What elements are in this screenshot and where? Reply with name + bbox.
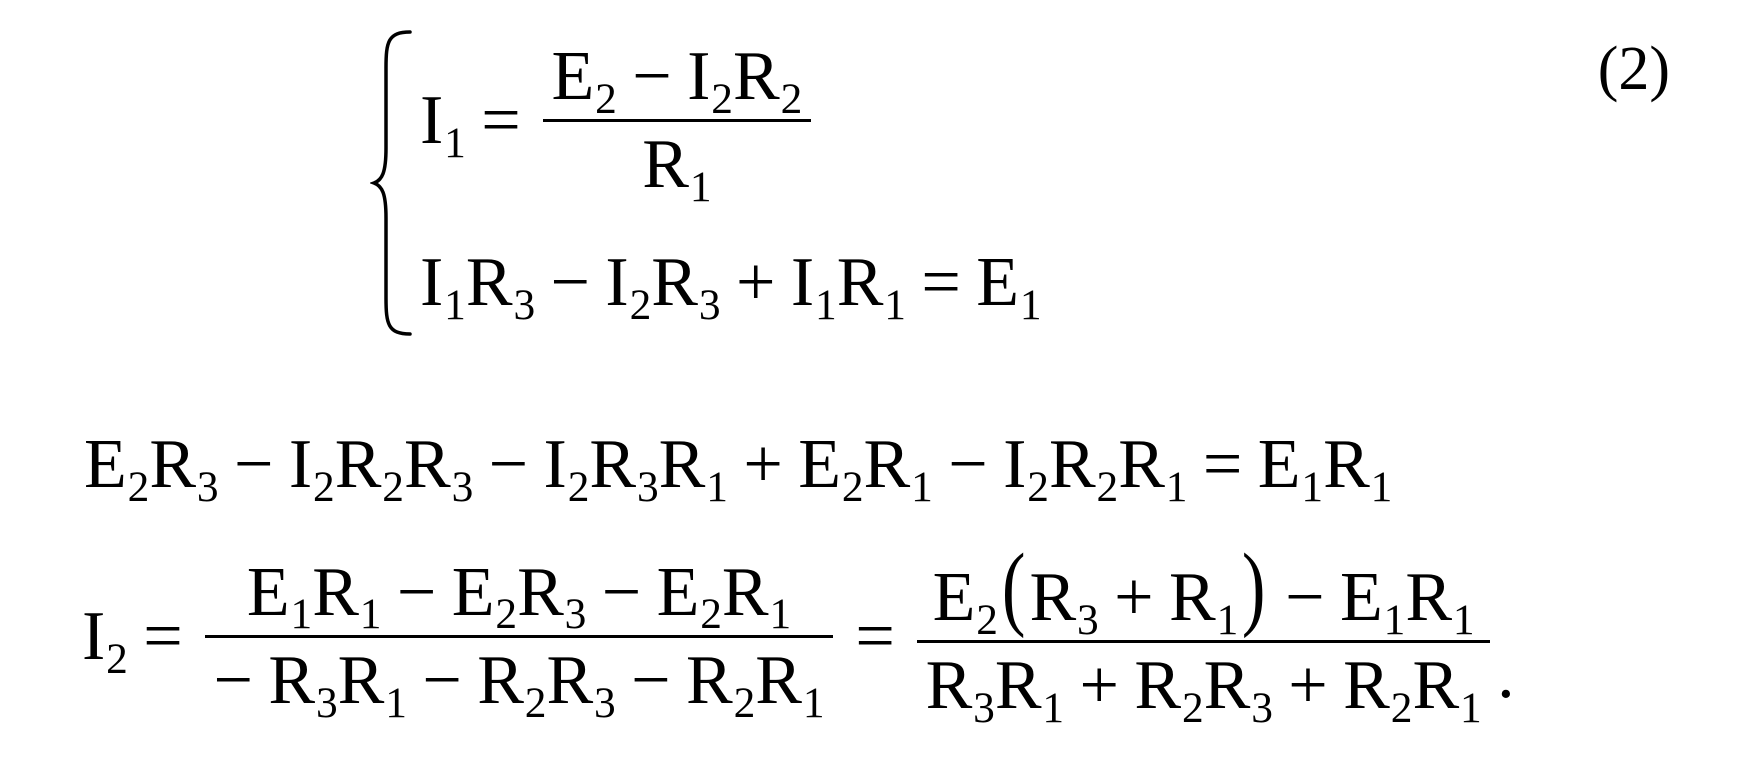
math-symbol: R1	[863, 426, 933, 511]
equals-sign: =	[855, 597, 895, 675]
equals-sign: =	[143, 597, 183, 675]
math-symbol: E1	[1340, 559, 1406, 644]
math-symbol: R2	[1343, 647, 1413, 733]
math-symbol: R3	[925, 647, 995, 733]
equation-number: (2)	[1597, 35, 1670, 103]
numerator: E2(R3+R1)−E1R1	[924, 535, 1483, 644]
denominator: R1	[634, 126, 720, 212]
operator: +	[1288, 647, 1328, 725]
period: .	[1497, 636, 1515, 714]
result-equation: I2 = E1R1−E2R3−E2R1 −R3R1−R2R3−R2R1 = E2…	[82, 535, 1515, 733]
fraction-bar	[205, 634, 833, 638]
operator: −	[213, 641, 254, 719]
math-symbol: E1	[1257, 426, 1324, 511]
lhs-symbol: I2	[82, 597, 128, 683]
fraction-bar	[917, 640, 1491, 643]
math-symbol: E2	[451, 553, 518, 639]
math-symbol: I2	[288, 426, 335, 511]
math-symbol: R1	[1405, 559, 1475, 644]
math-symbol: R1	[755, 641, 825, 727]
math-symbol: I1	[420, 244, 466, 329]
math-symbol: R3	[589, 426, 659, 511]
math-symbol: R3	[651, 244, 721, 329]
math-symbol: E1	[976, 244, 1042, 329]
math-symbol: I2	[1003, 426, 1049, 511]
math-symbol: E1	[246, 553, 313, 639]
denominator: R3R1+R2R3+R2R1	[917, 647, 1490, 733]
math-symbol: E2	[798, 426, 864, 511]
fraction-bar	[543, 119, 811, 122]
denominator: −R3R1−R2R3−R2R1	[205, 641, 833, 727]
operator: −	[948, 426, 988, 503]
operator: −	[550, 244, 591, 321]
math-symbol: R1	[312, 553, 382, 639]
math-symbol: I1	[790, 244, 837, 329]
fraction-1: E1R1−E2R3−E2R1 −R3R1−R2R3−R2R1	[205, 553, 833, 727]
math-symbol: R3	[546, 641, 616, 727]
numerator: E2−I2R2	[543, 38, 811, 123]
math-symbol: R3	[149, 426, 219, 511]
system-line-1: I1 = E2−I2R2 R1	[420, 38, 818, 212]
math-symbol: R1	[721, 553, 792, 639]
math-symbol: E2	[84, 426, 150, 511]
math-symbol: R1	[642, 126, 712, 212]
operator: =	[921, 244, 961, 321]
lhs-symbol: I1	[420, 82, 466, 168]
numerator: E1R1−E2R3−E2R1	[238, 553, 799, 639]
system-brace	[370, 30, 412, 336]
operator: −	[422, 641, 462, 719]
operator: −	[233, 426, 274, 503]
math-symbol: R1	[1118, 426, 1188, 511]
math-symbol: R3	[1203, 647, 1273, 733]
fraction-2: E2(R3+R1)−E1R1 R3R1+R2R3+R2R1	[917, 535, 1491, 733]
math-symbol: R2	[477, 641, 547, 727]
operator: +	[1114, 559, 1154, 636]
math-symbol: E2	[656, 553, 722, 639]
math-symbol: R2	[1134, 647, 1204, 733]
math-symbol: R1	[1412, 647, 1482, 733]
math-symbol: R1	[994, 647, 1065, 733]
operator: −	[396, 553, 437, 631]
math-symbol: I2	[543, 426, 590, 511]
math-symbol: R2	[334, 426, 404, 511]
math-symbol: I2	[605, 244, 652, 329]
parenthesis: )	[1242, 535, 1266, 640]
math-symbol: R1	[1169, 559, 1239, 644]
equals-sign: =	[481, 82, 521, 160]
math-symbol: R3	[465, 244, 536, 329]
math-symbol: I2	[687, 38, 733, 123]
math-symbol: R3	[404, 426, 474, 511]
math-symbol: R3	[517, 553, 587, 639]
math-symbol: R3	[268, 641, 338, 727]
operator: +	[1079, 647, 1119, 725]
operator: −	[1285, 559, 1325, 636]
math-symbol: R2	[686, 641, 756, 727]
operator: −	[601, 553, 642, 631]
operator: −	[631, 641, 671, 719]
fraction: E2−I2R2 R1	[543, 38, 811, 212]
math-symbol: R3	[1029, 559, 1099, 644]
operator: +	[735, 244, 776, 321]
math-symbol: R1	[836, 244, 906, 329]
operator: −	[632, 38, 672, 115]
math-symbol: E2	[551, 38, 617, 123]
math-symbol: E2	[932, 559, 998, 644]
math-symbol: R1	[337, 641, 407, 727]
math-symbol: R2	[1048, 426, 1119, 511]
math-symbol: R1	[1323, 426, 1393, 511]
math-symbol: R1	[658, 426, 728, 511]
operator: =	[1202, 426, 1243, 503]
operator: −	[488, 426, 529, 503]
math-symbol: R2	[733, 38, 803, 123]
operator: +	[743, 426, 783, 503]
parenthesis: (	[1001, 535, 1026, 640]
